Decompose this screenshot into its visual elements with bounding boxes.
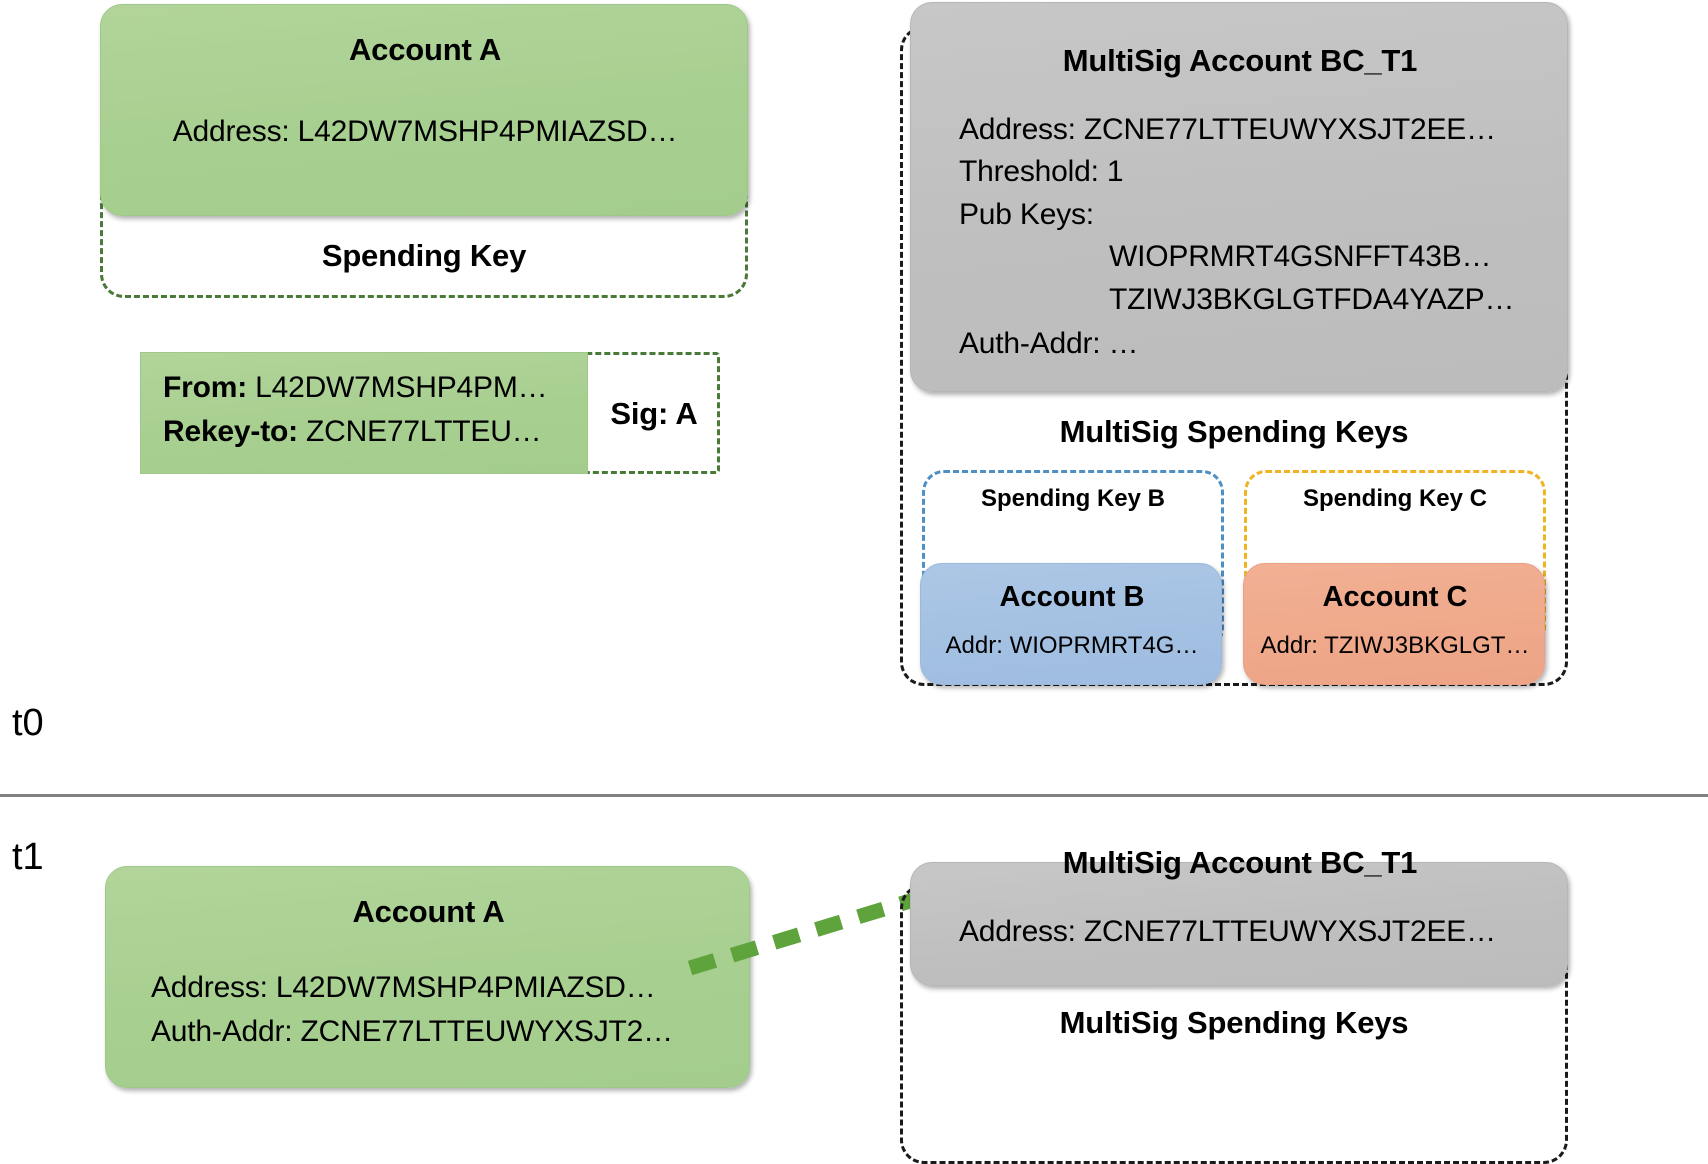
multisig-pubkey-2-t0: TZIWJ3BKGLGTFDA4YAZP…	[1109, 283, 1515, 316]
multisig-account-title-t1: MultiSig Account BC_T1	[1062, 845, 1418, 880]
transaction-from-label: From:	[163, 371, 247, 404]
multisig-spending-keys-label-t1: MultiSig Spending Keys	[1059, 1005, 1409, 1040]
spending-key-c-label: Spending Key C	[1302, 485, 1488, 512]
account-c-card: Account C Addr: TZIWJ3BKGLGT…	[1243, 563, 1545, 685]
account-a-address-t0: Address: L42DW7MSHP4PMIAZSD…	[172, 115, 678, 148]
multisig-pubkeys-label-t0: Pub Keys:	[959, 198, 1094, 231]
transaction-signature-label: Sig: A	[610, 396, 698, 431]
account-c-address: Addr: TZIWJ3BKGLGT…	[1260, 632, 1530, 659]
transaction-rekey-label: Rekey-to:	[163, 415, 298, 448]
transaction-rekey-line: Rekey-to: ZCNE77LTTEU…	[163, 415, 542, 449]
account-a-address-t1: Address: L42DW7MSHP4PMIAZSD…	[151, 971, 656, 1004]
multisig-pubkey-1-t0: WIOPRMRT4GSNFFT43B…	[1109, 240, 1492, 273]
transaction-rekey-value: ZCNE77LTTEU…	[306, 415, 542, 448]
account-a-title-t1: Account A	[352, 894, 505, 929]
multisig-account-card-t1: MultiSig Account BC_T1 Address: ZCNE77LT…	[910, 845, 1568, 986]
spending-key-a-label: Spending Key	[321, 238, 527, 273]
timeline-label-t0: t0	[12, 702, 44, 744]
account-a-card-t1: Account A Address: L42DW7MSHP4PMIAZSD… A…	[105, 866, 750, 1088]
account-a-title-t0: Account A	[348, 32, 502, 67]
multisig-threshold-line-t0: Threshold: 1	[959, 155, 1124, 188]
multisig-account-card-t0: MultiSig Account BC_T1 Address: ZCNE77LT…	[910, 2, 1568, 392]
multisig-account-title-t0: MultiSig Account BC_T1	[1062, 43, 1418, 78]
account-b-title: Account B	[999, 581, 1145, 613]
timeline-label-t1: t1	[12, 836, 44, 878]
transaction-body-t0: From: L42DW7MSHP4PM… Rekey-to: ZCNE77LTT…	[140, 352, 588, 474]
transaction-from-value: L42DW7MSHP4PM…	[255, 371, 548, 404]
account-b-card: Account B Addr: WIOPRMRT4G…	[920, 563, 1222, 685]
account-c-title: Account C	[1322, 581, 1468, 613]
transaction-from-line: From: L42DW7MSHP4PM…	[163, 371, 548, 405]
account-a-card-t0: Account A Address: L42DW7MSHP4PMIAZSD…	[100, 4, 748, 216]
multisig-address-line-t0: Address: ZCNE77LTTEUWYXSJT2EE…	[959, 113, 1496, 146]
rekey-arrow-shaft	[687, 890, 923, 976]
account-a-auth-addr-t1: Auth-Addr: ZCNE77LTTEUWYXSJT2…	[151, 1015, 673, 1048]
multisig-address-line-t1: Address: ZCNE77LTTEUWYXSJT2EE…	[959, 915, 1496, 948]
timeline-divider	[0, 794, 1708, 797]
multisig-auth-addr-line-t0: Auth-Addr: …	[959, 327, 1139, 360]
spending-key-b-label: Spending Key B	[980, 485, 1166, 512]
account-b-address: Addr: WIOPRMRT4G…	[945, 632, 1199, 659]
multisig-spending-keys-label-t0: MultiSig Spending Keys	[1059, 414, 1409, 449]
